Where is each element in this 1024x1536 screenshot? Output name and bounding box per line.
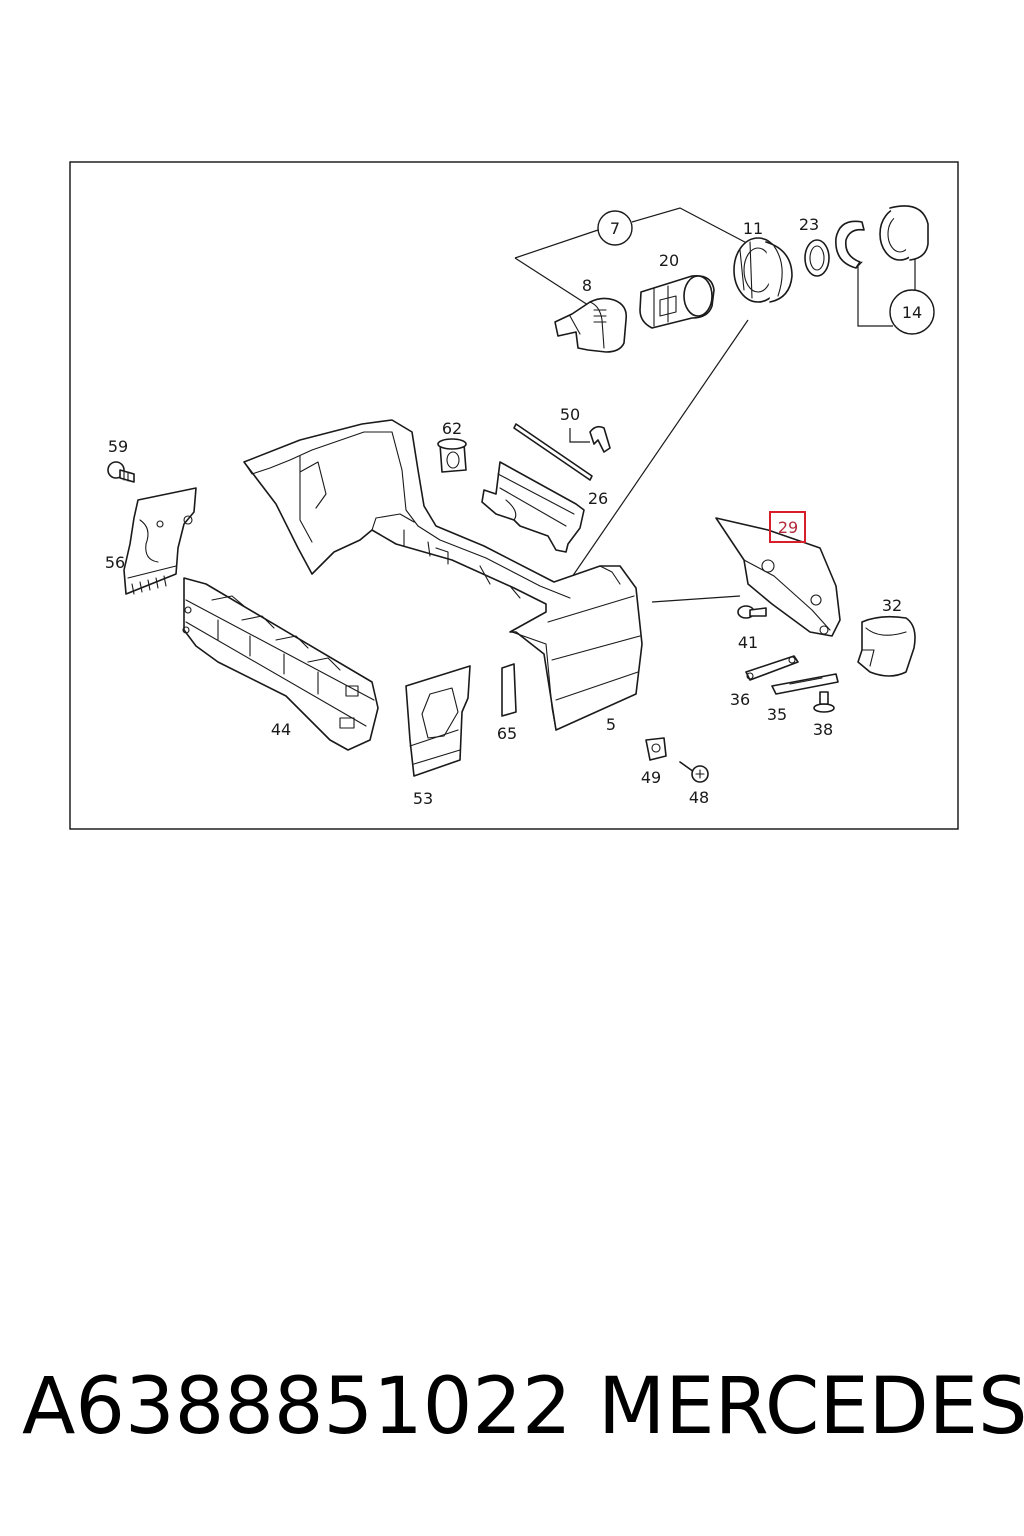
label-59: 59 (108, 437, 128, 456)
label-29: 29 (778, 518, 798, 537)
part-14-housing[interactable] (879, 205, 929, 261)
part-11-sleeve[interactable] (733, 237, 793, 303)
part-36-strap[interactable] (745, 655, 799, 681)
label-41: 41 (738, 633, 758, 652)
label-36: 36 (730, 690, 750, 709)
label-38: 38 (813, 720, 833, 739)
label-32: 32 (882, 596, 902, 615)
part-41-screw[interactable] (737, 605, 767, 619)
label-11: 11 (743, 219, 763, 238)
part-8-sensor-holder[interactable] (554, 297, 628, 353)
part-49-clip[interactable] (645, 737, 667, 761)
label-65: 65 (497, 724, 517, 743)
part-number: A6388851022 (22, 1362, 572, 1452)
label-50: 50 (560, 405, 580, 424)
label-14: 14 (902, 303, 922, 322)
part-65-pad[interactable] (501, 663, 517, 717)
part-59-bolt[interactable] (107, 461, 135, 483)
part-32-end-cap[interactable] (857, 615, 916, 677)
part-20-sensor[interactable] (639, 274, 715, 329)
label-56: 56 (105, 553, 125, 572)
label-8: 8 (582, 276, 592, 295)
part-53-guide[interactable] (405, 665, 471, 777)
part-5-bumper-cover[interactable] (243, 419, 643, 731)
callout-7[interactable]: 7 (597, 210, 633, 246)
part-26-bracket[interactable] (481, 461, 585, 553)
part-35-plate[interactable] (771, 673, 839, 695)
label-5: 5 (606, 715, 616, 734)
part-48-screw[interactable] (679, 761, 709, 783)
label-62: 62 (442, 419, 462, 438)
label-49: 49 (641, 768, 661, 787)
highlight-part-29[interactable]: 29 (769, 511, 806, 543)
part-labels: 8 20 11 23 50 62 59 26 56 32 41 36 35 38… (105, 215, 902, 808)
brand-name: MERCEDES (598, 1362, 1024, 1452)
part-62-nut[interactable] (437, 438, 467, 473)
part-50-seal[interactable] (513, 423, 611, 481)
label-48: 48 (689, 788, 709, 807)
label-23: 23 (799, 215, 819, 234)
part-56-side-bracket[interactable] (123, 487, 197, 595)
callout-14[interactable]: 14 (889, 289, 935, 335)
part-14-clip[interactable] (835, 220, 865, 269)
leader-lines (514, 207, 916, 613)
part-23-ring[interactable] (804, 239, 830, 277)
label-35: 35 (767, 705, 787, 724)
label-44: 44 (271, 720, 291, 739)
part-44-impact-absorber[interactable] (182, 577, 379, 751)
label-7: 7 (610, 219, 620, 238)
label-53: 53 (413, 789, 433, 808)
diagram-frame (69, 161, 959, 830)
part-38-screw[interactable] (813, 691, 835, 713)
label-20: 20 (659, 251, 679, 270)
label-26: 26 (588, 489, 608, 508)
